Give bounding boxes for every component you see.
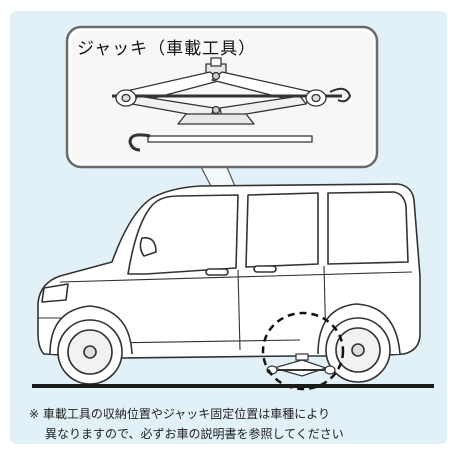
jack-handle-icon: [128, 133, 313, 152]
footnote-line-1: ※ 車載工具の収納位置やジャッキ固定位置は車種により: [29, 407, 331, 421]
ground-line: [32, 384, 434, 388]
jack-under-car: [266, 353, 336, 377]
footnote-line-2: 異なりますので、必ずお車の説明書を参照してください: [45, 427, 344, 441]
scissor-jack-icon: [112, 57, 351, 125]
minivan-side-view-icon: [37, 183, 421, 385]
footnote: ※ 車載工具の収納位置やジャッキ固定位置は車種により 異なりますので、必ずお車の…: [29, 404, 449, 444]
callout-title: ジャッキ（車載工具）: [77, 39, 257, 59]
jack-point-highlight-circle: [261, 311, 345, 391]
